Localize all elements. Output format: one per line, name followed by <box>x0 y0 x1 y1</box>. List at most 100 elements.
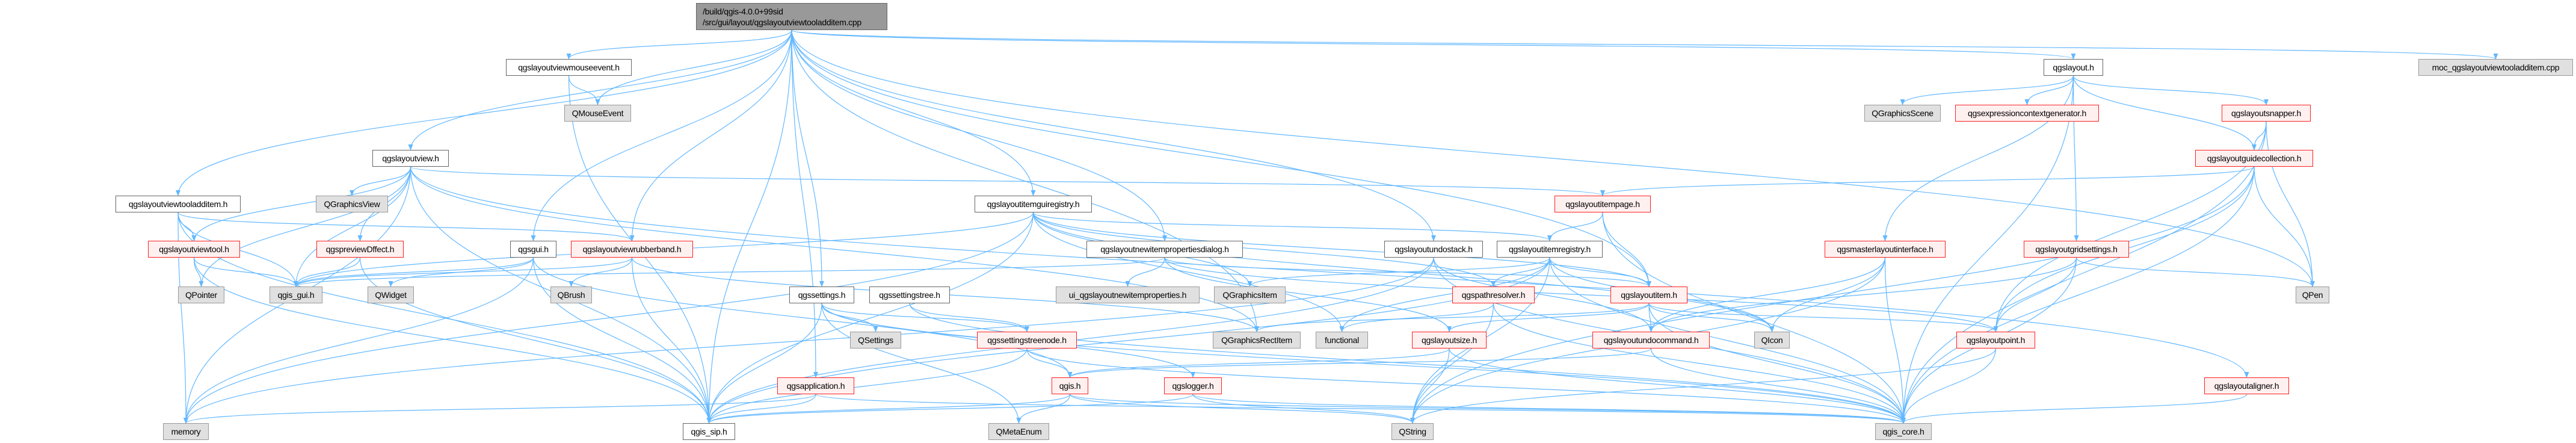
node-qgslayoutviewrubberband[interactable]: qgslayoutviewrubberband.h <box>571 241 693 258</box>
node-qgslogger[interactable]: qgslogger.h <box>1164 377 1222 394</box>
edge-qgis_h-to-qmetaenum <box>1016 394 1071 424</box>
node-qgssettings[interactable]: qgssettings.h <box>789 287 854 303</box>
node-qgsapplication[interactable]: qgsapplication.h <box>777 377 854 394</box>
node-qpen: QPen <box>2296 287 2329 303</box>
node-qgis-sip[interactable]: qgis_sip.h <box>683 423 735 440</box>
edge-previeweffect-to-qgis_gui <box>294 257 361 287</box>
edge-layoutitem-to-layoutsize <box>1447 303 1650 332</box>
edge-viewtool-to-qgis_gui <box>193 257 298 287</box>
edge-qgsapplication-to-qgis_sip <box>706 394 816 424</box>
edge-undocommand-to-qgis_core <box>1650 348 1906 424</box>
edge-itemguiregistry-to-functional <box>1032 212 1345 332</box>
node-qgraphicsitem: QGraphicsItem <box>1214 287 1286 303</box>
edge-qgslayout-to-exprctx <box>2024 75 2074 105</box>
node-qgraphicsrectitem: QGraphicsRectItem <box>1213 332 1301 349</box>
edge-qgslayout-to-snapper <box>2072 75 2269 105</box>
edge-settingstree-to-settingstreenode <box>909 303 1029 332</box>
edge-itemguiregistry-to-layoutitem <box>1032 212 1651 287</box>
edge-layoutpoint-to-qgis_core <box>1901 348 1997 424</box>
edge-main-to-layoutview <box>408 29 792 150</box>
node-qgssettingstreenode[interactable]: qgssettingstreenode.h <box>977 332 1077 349</box>
edge-itemregistry-to-layoutitem <box>1549 257 1651 287</box>
node-qgssettingstree[interactable]: qgssettingstree.h <box>869 287 950 303</box>
node-qgslayoutviewmouseevent[interactable]: qgslayoutviewmouseevent.h <box>506 59 632 76</box>
edge-pathresolver-to-qstring <box>1410 303 1494 424</box>
edge-qgsapplication-to-qgis_core <box>815 394 1906 424</box>
node-qgraphicsview: QGraphicsView <box>316 196 388 212</box>
node-qgraphicsscene: QGraphicsScene <box>1864 105 1941 122</box>
node-qgslayoutaligner[interactable]: qgslayoutaligner.h <box>2204 377 2289 394</box>
node-qgslayoutviewtool[interactable]: qgslayoutviewtool.h <box>148 241 240 258</box>
edge-gridsettings-to-undocommand <box>1648 257 2077 332</box>
edge-main-to-itemguiregistry <box>791 29 1036 196</box>
edge-layoutsize-to-qgis_h <box>1067 348 1450 378</box>
main-file-path-line1: /build/qgis-4.0.0+99sid <box>703 6 783 16</box>
edge-settingstreenode-to-qgis_sip <box>706 348 1028 424</box>
node-qgsexpressioncontextgenerator[interactable]: qgsexpressioncontextgenerator.h <box>1955 105 2099 122</box>
edge-main-to-qgis_sip <box>706 29 792 424</box>
edge-main-to-tooladditem <box>176 29 792 196</box>
node-qgslayoutitemregistry[interactable]: qgslayoutitemregistry.h <box>1497 241 1603 258</box>
edge-viewtool-to-qgis_sip <box>193 257 712 424</box>
edge-main-to-qgsapplication <box>791 29 818 378</box>
node-qgslayoutnewitempropertiesdialog[interactable]: qgslayoutnewitempropertiesdialog.h <box>1086 241 1243 258</box>
edge-layoutitem-to-qgraphicsrectitem <box>1254 303 1650 332</box>
edge-newitemdialog-to-layoutpoint <box>1164 257 1998 332</box>
node-qgspathresolver[interactable]: qgspathresolver.h <box>1452 287 1535 303</box>
edge-itemregistry-to-qgis_core <box>1549 257 1906 424</box>
node-functional: functional <box>1316 332 1368 349</box>
node-qgis[interactable]: qgis.h <box>1052 377 1088 394</box>
edge-main-to-rubberband <box>629 29 792 241</box>
node-qgslayoutpoint[interactable]: qgslayoutpoint.h <box>1956 332 2035 349</box>
edge-itemguiregistry-to-itemregistry <box>1032 212 1552 241</box>
edge-main-to-moc <box>791 29 2498 60</box>
edge-qgssettings-to-qsettings <box>821 303 878 332</box>
edge-qgis_h-to-qgis_sip <box>706 394 1071 424</box>
edge-main-to-undostack <box>791 29 1436 241</box>
edge-qgsgui-to-qgis_sip <box>532 257 712 424</box>
edge-qgssettings-to-qmetaenum <box>821 303 1021 424</box>
node-main-file[interactable]: /build/qgis-4.0.0+99sid /src/gui/layout/… <box>696 3 887 30</box>
node-memory: memory <box>163 423 209 440</box>
node-qgslayoutviewtooladditem[interactable]: qgslayoutviewtooladditem.h <box>116 196 241 212</box>
edge-newitemdialog-to-ui_newitem <box>1125 257 1165 287</box>
node-qgsgui[interactable]: qgsgui.h <box>510 241 556 258</box>
node-qgspreviewdffect[interactable]: qgspreviewDffect.h <box>316 241 404 258</box>
edge-main-to-qgsgui <box>531 29 792 241</box>
node-qgslayoutgridsettings[interactable]: qgslayoutgridsettings.h <box>2024 241 2129 258</box>
node-qgslayoutundostack[interactable]: qgslayoutundostack.h <box>1384 241 1483 258</box>
edge-qgsapplication-to-memory <box>183 394 816 424</box>
edge-itemregistry-to-functional <box>1339 257 1550 332</box>
edge-qgslayout-to-qgraphicsscene <box>1900 75 2074 105</box>
edge-qgsgui-to-qgis_h <box>532 257 1073 378</box>
edge-qgis_h-to-qgis_core <box>1069 394 1906 424</box>
node-qgsmasterlayoutinterface[interactable]: qgsmasterlayoutinterface.h <box>1825 241 1946 258</box>
edge-snapper-to-qgis_core <box>1901 121 2267 424</box>
edge-guidecollection-to-layoutitempage <box>1600 166 2255 196</box>
node-qgslayoutundocommand[interactable]: qgslayoutundocommand.h <box>1592 332 1710 349</box>
edge-layoutitempage-to-itemregistry <box>1547 212 1603 241</box>
edge-guidecollection-to-qpen <box>2254 166 2315 287</box>
node-qwidget: QWidget <box>368 287 414 303</box>
node-qgslayoutsize[interactable]: qgslayoutsize.h <box>1412 332 1487 349</box>
node-qgslayoutitem[interactable]: qgslayoutitem.h <box>1610 287 1687 303</box>
node-qmetaenum: QMetaEnum <box>988 423 1049 440</box>
edge-layoutitem-to-qgis_core <box>1648 303 1906 424</box>
node-qgslayoutitemguiregistry[interactable]: qgslayoutitemguiregistry.h <box>975 196 1092 212</box>
node-qgslayoutguidecollection[interactable]: qgslayoutguidecollection.h <box>2195 150 2313 167</box>
node-qpointer: QPointer <box>178 287 224 303</box>
node-qgslayoutsnapper[interactable]: qgslayoutsnapper.h <box>2222 105 2311 122</box>
edge-layoutview-to-qgraphicsview <box>350 166 411 196</box>
edge-qgslogger-to-qgis_core <box>1192 394 1906 424</box>
node-qgslayout[interactable]: qgslayout.h <box>2044 59 2103 76</box>
edge-guidecollection-to-qstring <box>1410 166 2255 424</box>
edge-layoutitempage-to-qgis_core <box>1602 212 1906 424</box>
edge-qgsgui-to-qgis_gui <box>294 257 534 287</box>
node-qgslayoutview[interactable]: qgslayoutview.h <box>372 150 449 167</box>
node-qsettings: QSettings <box>850 332 901 349</box>
edge-newitemdialog-to-qgis_gui <box>294 257 1165 287</box>
edge-layoutview-to-qgis_gui <box>294 166 411 287</box>
edge-itemguiregistry-to-memory <box>183 212 1034 424</box>
node-qgslayoutitempage[interactable]: qgslayoutitempage.h <box>1555 196 1651 212</box>
